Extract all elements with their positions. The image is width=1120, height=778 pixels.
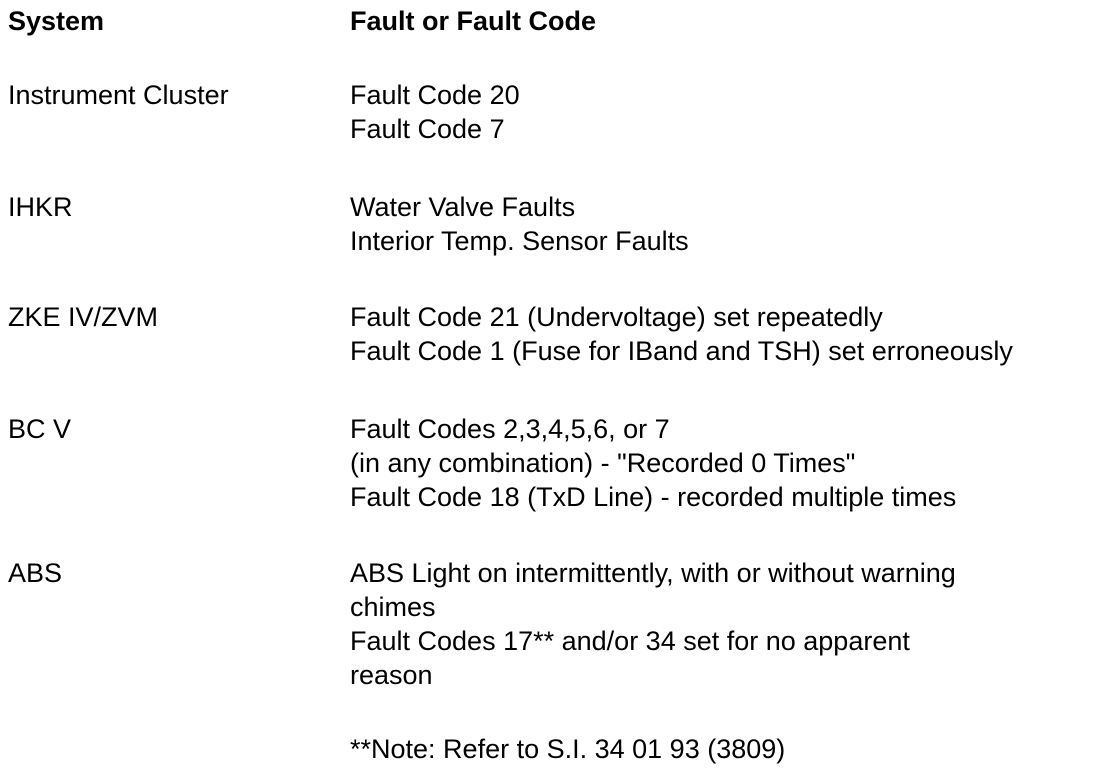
- faults-bc-v: Fault Codes 2,3,4,5,6, or 7 (in any comb…: [350, 412, 1120, 514]
- faults-instrument-cluster: Fault Code 20 Fault Code 7: [350, 78, 1120, 146]
- fault-line: Fault Code 18 (TxD Line) - recorded mult…: [350, 482, 957, 512]
- system-ihkr: IHKR: [8, 192, 73, 222]
- system-zke: ZKE IV/ZVM: [8, 302, 159, 332]
- fault-line: (in any combination) - "Recorded 0 Times…: [350, 448, 856, 478]
- system-column-header: System: [8, 6, 105, 36]
- reference-note: **Note: Refer to S.I. 34 01 93 (3809): [350, 734, 786, 764]
- fault-line: Fault Code 7: [350, 114, 505, 144]
- fault-line: reason: [350, 660, 433, 690]
- faults-ihkr: Water Valve Faults Interior Temp. Sensor…: [350, 190, 1120, 258]
- fault-line: chimes: [350, 592, 436, 622]
- fault-line: Fault Codes 17** and/or 34 set for no ap…: [350, 626, 910, 656]
- fault-line: Interior Temp. Sensor Faults: [350, 226, 689, 256]
- fault-line: ABS Light on intermittently, with or wit…: [350, 558, 956, 588]
- system-abs: ABS: [8, 558, 63, 588]
- fault-column-header: Fault or Fault Code: [350, 6, 596, 36]
- fault-line: Fault Codes 2,3,4,5,6, or 7: [350, 414, 670, 444]
- fault-line: Fault Code 1 (Fuse for IBand and TSH) se…: [350, 336, 1013, 366]
- faults-abs: ABS Light on intermittently, with or wit…: [350, 556, 1120, 692]
- fault-line: Fault Code 20: [350, 80, 520, 110]
- faults-zke: Fault Code 21 (Undervoltage) set repeate…: [350, 300, 1120, 368]
- fault-line: Fault Code 21 (Undervoltage) set repeate…: [350, 302, 883, 332]
- system-instrument-cluster: Instrument Cluster: [8, 80, 229, 110]
- system-bc-v: BC V: [8, 414, 72, 444]
- fault-line: Water Valve Faults: [350, 192, 576, 222]
